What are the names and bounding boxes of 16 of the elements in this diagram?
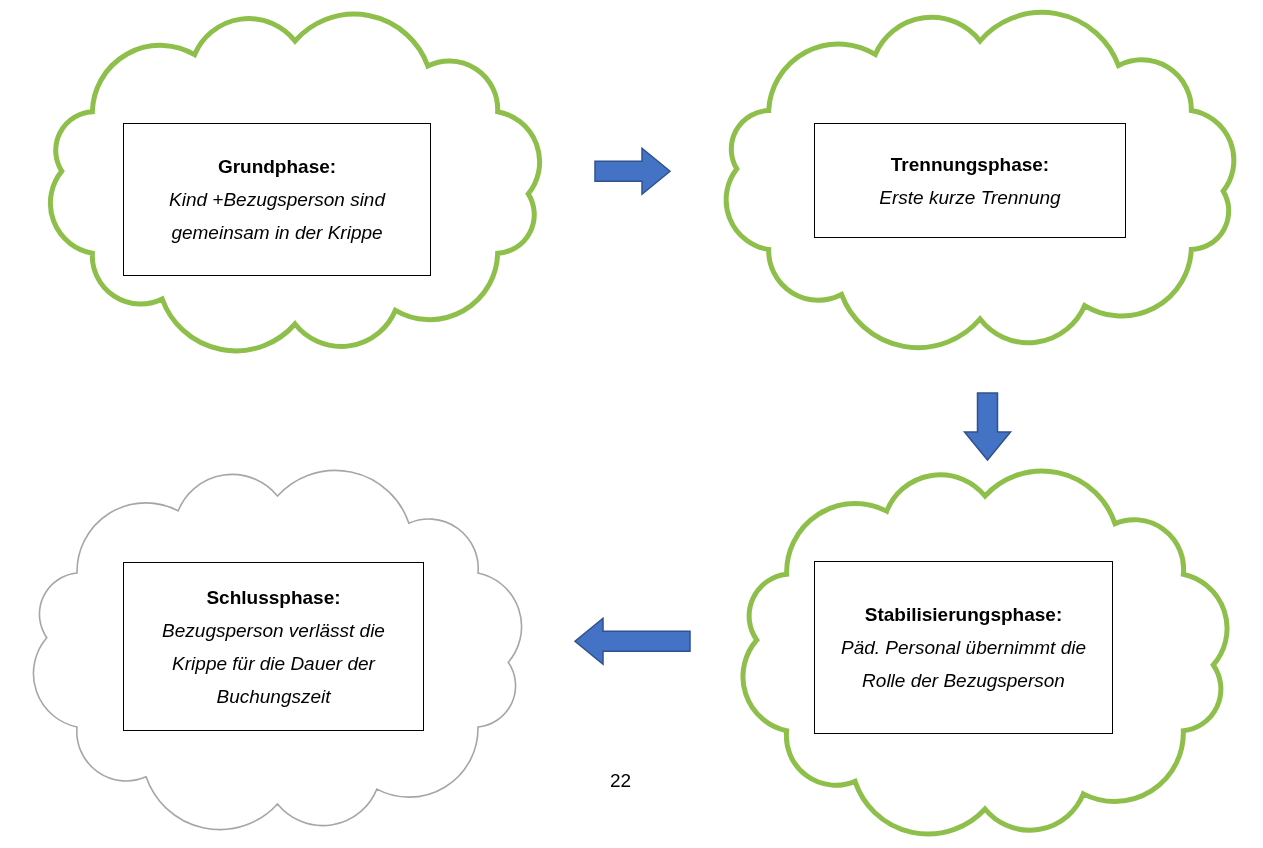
- phase-box: [814, 561, 1113, 734]
- block-arrow: [573, 616, 691, 666]
- phase-heading: Grundphase:: [217, 155, 337, 179]
- phase-heading: Stabilisierungsphase:: [864, 603, 1063, 627]
- phase-box: [123, 123, 431, 276]
- phase-box: [123, 562, 424, 731]
- phase-heading: Trennungsphase:: [890, 152, 1050, 177]
- phase-box: [814, 123, 1126, 238]
- phase-description: Päd. Personal übernimmt die Rolle der Bezugsperson: [840, 636, 1087, 693]
- phase-description: Bezugsperson verlässt die Krippe für die Dauer der Buchungszeit: [161, 618, 386, 709]
- page-number: 22: [610, 770, 632, 792]
- block-arrow: [962, 392, 1013, 462]
- phase-description: Kind +Bezugsperson sind gemeinsam in der Krippe: [168, 188, 387, 245]
- phase-heading: Schlussphase:: [206, 585, 341, 610]
- phase-description: Erste kurze Trennung: [879, 185, 1061, 210]
- block-arrow: [594, 146, 672, 196]
